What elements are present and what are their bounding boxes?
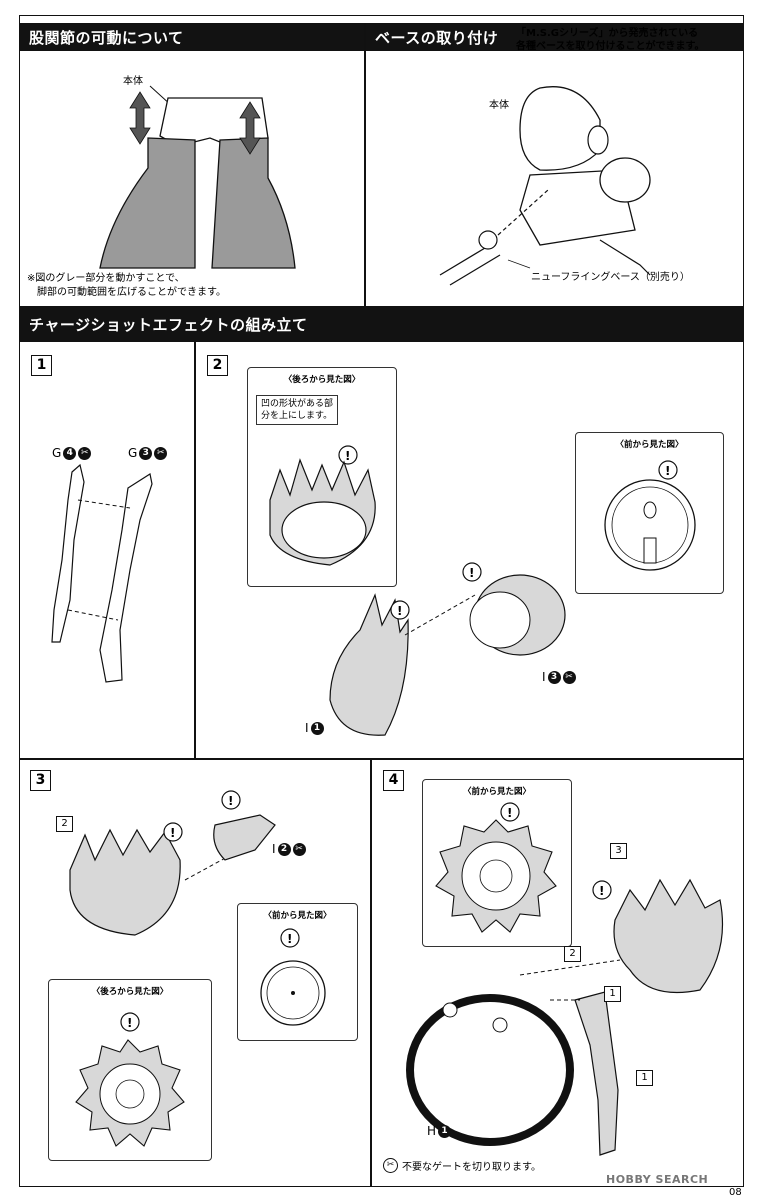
step2-front-view-title: 〈前から見た図〉 [615, 440, 684, 450]
part-runner: G [52, 446, 62, 460]
step3-ref-step: 2 [56, 816, 73, 832]
step2-back-illustration: ! [269, 445, 376, 566]
step4-main-illustration: ! [406, 878, 724, 1156]
exclamation-icon: ! [127, 1016, 132, 1030]
part-runner: I [305, 721, 309, 735]
step2-part-i1: I 1 [305, 721, 324, 735]
part-number: 1 [310, 721, 324, 735]
exclamation-icon: ! [397, 604, 402, 618]
part-runner: I [542, 670, 546, 684]
step1-illustration [51, 463, 153, 683]
nipper-icon: ✂ [383, 1158, 398, 1173]
step1-number: 1 [31, 355, 52, 376]
exclamation-icon: ! [469, 566, 474, 580]
step1-divider [194, 342, 196, 758]
gate-note-text: 不要なゲートを切り取ります。 [402, 1162, 541, 1173]
part-runner: I [272, 842, 276, 856]
nipper-icon: ✂ [562, 670, 576, 684]
step2-callout-line1: 凹の形状がある部 [261, 399, 334, 409]
step1-part-g4: G 4 ✂ [52, 446, 92, 460]
hobby-search-watermark: HOBBY SEARCH [606, 1173, 709, 1186]
step3-front-view-title: 〈前から見た図〉 [263, 911, 332, 921]
step3-front-illustration: ! [260, 928, 326, 1026]
exclamation-icon: ! [599, 884, 604, 898]
step3-back-view-title: 〈後ろから見た図〉 [91, 987, 169, 997]
hip-joint-title: 股関節の可動について [29, 28, 184, 47]
exclamation-icon: ! [345, 449, 350, 463]
hip-joint-header: 股関節の可動について [20, 23, 364, 51]
assembly-title: チャージショットエフェクトの組み立て [29, 315, 308, 334]
part-number: 4 [63, 446, 77, 460]
part-number: 3 [139, 446, 153, 460]
step3-main-illustration: ! ! [69, 790, 276, 936]
step2-callout-line2: 分を上にします。 [261, 411, 333, 421]
step4-number: 4 [383, 770, 404, 791]
step2-number: 2 [207, 355, 228, 376]
step2-callout: 凹の形状がある部 分を上にします。 [256, 395, 339, 425]
base-note-line2: 各種ベースを取り付けることができます。 [516, 41, 705, 52]
exclamation-icon: ! [665, 464, 670, 478]
nipper-icon: ✂ [154, 446, 168, 460]
hip-body-label: 本体 [123, 76, 143, 87]
page-number: 08 [729, 1187, 742, 1198]
base-body-label: 本体 [489, 100, 509, 111]
part-runner: G [128, 446, 138, 460]
step2-front-illustration: ! [604, 460, 696, 571]
nipper-icon: ✂ [292, 842, 306, 856]
step4-sub-label-2: 2 [564, 946, 581, 962]
step4-front-illustration: ! [435, 802, 557, 933]
part-number: 1 [438, 1124, 452, 1138]
step4-sub-label-1a: 1 [604, 986, 621, 1002]
top-divider [364, 23, 366, 306]
base-mount-note: 「M.S.Gシリーズ」から発売されている 各種ベースを取り付けることができます。 [516, 27, 705, 53]
step2-part-i3: I 3 ✂ [542, 670, 576, 684]
hip-note: ※図のグレー部分を動かすことで、 脚部の可動範囲を広げることができます。 [27, 272, 226, 300]
base-name-label: ニューフライングベース（別売り） [531, 272, 690, 283]
exclamation-icon: ! [287, 932, 292, 946]
part-number: 3 [547, 670, 561, 684]
base-note-line1: 「M.S.Gシリーズ」から発売されている [516, 28, 699, 39]
step4-front-view-title: 〈前から見た図〉 [462, 787, 531, 797]
part-number: 2 [277, 842, 291, 856]
gate-note: ✂ 不要なゲートを切り取ります。 [383, 1158, 541, 1173]
step4-ref-step: 3 [610, 843, 627, 859]
step34-divider [370, 758, 372, 1186]
base-mount-illustration [439, 86, 651, 286]
hip-note-line2: 脚部の可動範囲を広げることができます。 [37, 287, 226, 298]
nipper-icon: ✂ [78, 446, 92, 460]
part-runner: H [427, 1124, 437, 1138]
base-mount-title: ベースの取り付け [375, 28, 499, 47]
base-mount-header: ベースの取り付け [366, 23, 743, 51]
hip-note-line1: ※図のグレー部分を動かすことで、 [27, 273, 185, 284]
exclamation-icon: ! [507, 806, 512, 820]
step4-sub-label-1b: 1 [636, 1070, 653, 1086]
page-frame [19, 15, 744, 1187]
step3-part-i2: I 2 ✂ [272, 842, 306, 856]
step4-part-h1: H 1 [427, 1124, 452, 1138]
hip-joint-illustration [99, 85, 296, 269]
exclamation-icon: ! [170, 826, 175, 840]
step1-part-g3: G 3 ✂ [128, 446, 168, 460]
step2-back-view-title: 〈後ろから見た図〉 [283, 375, 361, 385]
step3-number: 3 [30, 770, 51, 791]
step2-main-illustration: ! ! [329, 562, 566, 736]
exclamation-icon: ! [228, 794, 233, 808]
mid-divider [20, 758, 743, 760]
step3-back-illustration: ! [75, 1012, 185, 1147]
assembly-header: チャージショットエフェクトの組み立て [20, 306, 743, 342]
